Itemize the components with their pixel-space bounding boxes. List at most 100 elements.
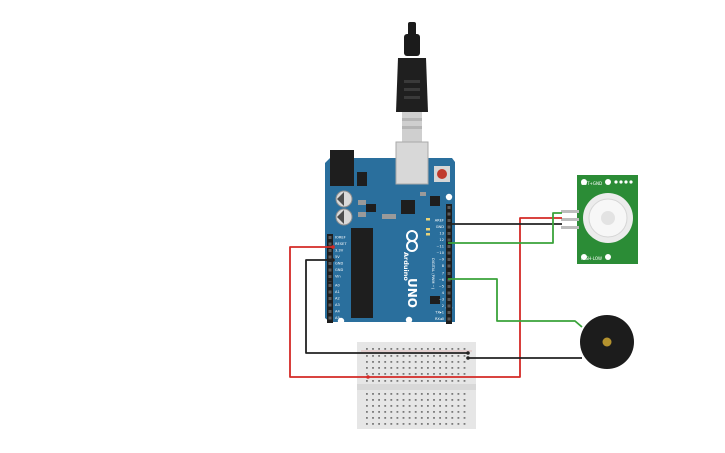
breadboard-hole[interactable] [414,399,417,401]
breadboard-hole[interactable] [433,380,435,382]
breadboard-hole[interactable] [457,417,460,419]
analog-header[interactable] [327,282,333,323]
breadboard-hole[interactable] [390,393,393,395]
breadboard-hole[interactable] [384,411,387,413]
breadboard-hole[interactable] [433,417,435,419]
breadboard-hole[interactable] [408,355,411,357]
breadboard-hole[interactable] [427,393,429,395]
breadboard-hole[interactable] [451,399,454,401]
breadboard-hole[interactable] [366,367,368,369]
breadboard-hole[interactable] [433,399,435,401]
breadboard-hole[interactable] [439,367,441,369]
breadboard-hole[interactable] [372,405,374,407]
wires[interactable] [289,212,583,378]
breadboard-hole[interactable] [451,405,454,407]
breadboard-hole[interactable] [414,393,417,395]
breadboard-hole[interactable] [439,405,441,407]
breadboard-hole[interactable] [427,348,429,350]
breadboard-hole[interactable] [457,355,460,357]
breadboard-hole[interactable] [396,355,399,357]
header-pin[interactable] [447,232,451,235]
header-pin[interactable] [447,304,451,308]
breadboard-hole[interactable] [402,367,405,369]
header-pin[interactable] [447,206,451,209]
header-pin[interactable] [328,284,332,287]
breadboard-hole[interactable] [420,417,423,419]
usb-cable[interactable] [396,22,428,142]
breadboard-hole[interactable] [372,393,374,395]
breadboard-hole[interactable] [451,348,454,350]
breadboard-hole[interactable] [366,411,368,413]
breadboard-hole[interactable] [378,380,380,382]
breadboard-hole[interactable] [420,348,423,350]
breadboard-hole[interactable] [463,405,466,407]
pir-pin[interactable] [561,210,579,213]
breadboard-hole[interactable] [378,405,380,407]
breadboard-hole[interactable] [390,367,393,369]
breadboard-hole[interactable] [396,417,399,419]
breadboard-hole[interactable] [378,417,380,419]
breadboard-hole[interactable] [408,348,411,350]
header-pin[interactable] [447,285,451,288]
breadboard-hole[interactable] [457,405,460,407]
breadboard-hole[interactable] [451,393,454,395]
header-pin[interactable] [447,291,451,295]
breadboard-hole[interactable] [396,373,399,375]
breadboard-hole[interactable] [384,423,387,425]
breadboard-hole[interactable] [372,373,374,375]
breadboard-hole[interactable] [457,399,460,401]
header-pin[interactable] [328,255,332,259]
breadboard-hole[interactable] [427,417,429,419]
breadboard-hole[interactable] [427,399,429,401]
breadboard-hole[interactable] [433,361,435,363]
breadboard-hole[interactable] [402,380,405,382]
breadboard-hole[interactable] [439,393,441,395]
breadboard-hole[interactable] [427,405,429,407]
breadboard-hole[interactable] [384,380,387,382]
breadboard-hole[interactable] [384,399,387,401]
header-pin[interactable] [328,275,332,278]
piezo-buzzer[interactable] [580,315,634,369]
breadboard-hole[interactable] [457,411,460,413]
breadboard-hole[interactable] [451,423,454,425]
breadboard-hole[interactable] [390,373,393,375]
breadboard-hole[interactable] [408,380,411,382]
breadboard-hole[interactable] [384,355,387,357]
header-pin[interactable] [447,264,451,268]
breadboard-hole[interactable] [457,423,460,425]
breadboard-hole[interactable] [445,361,448,363]
breadboard-hole[interactable] [457,361,460,363]
breadboard-hole[interactable] [366,393,368,395]
header-pin[interactable] [447,238,451,242]
breadboard-hole[interactable] [402,355,405,357]
breadboard-hole[interactable] [427,373,429,375]
breadboard-hole[interactable] [402,348,405,350]
header-pin[interactable] [328,249,332,252]
breadboard-hole[interactable] [463,355,466,357]
breadboard-hole[interactable] [451,355,454,357]
header-pin[interactable] [447,258,451,261]
breadboard-hole[interactable] [402,423,405,425]
breadboard-hole[interactable] [414,367,417,369]
header-pin[interactable] [447,298,451,301]
breadboard-hole[interactable] [445,399,448,401]
breadboard-hole[interactable] [427,355,429,357]
breadboard-hole[interactable] [463,367,466,369]
breadboard-hole[interactable] [408,361,411,363]
breadboard-hole[interactable] [408,411,411,413]
breadboard-hole[interactable] [372,348,374,350]
breadboard-hole[interactable] [378,373,380,375]
breadboard-hole[interactable] [445,411,448,413]
header-pin[interactable] [328,268,332,272]
breadboard-hole[interactable] [390,380,393,382]
breadboard-hole[interactable] [390,355,393,357]
header-pin[interactable] [328,316,332,320]
breadboard-hole[interactable] [451,417,454,419]
breadboard-hole[interactable] [433,373,435,375]
breadboard-hole[interactable] [384,405,387,407]
breadboard-hole[interactable] [414,380,417,382]
breadboard-hole[interactable] [384,348,387,350]
breadboard-hole[interactable] [378,355,380,357]
digital-header-top[interactable] [446,204,452,271]
breadboard-hole[interactable] [390,399,393,401]
